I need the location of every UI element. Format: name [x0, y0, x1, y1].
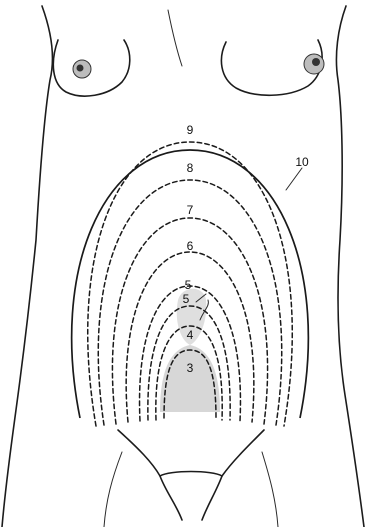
- pubic-curve: [160, 472, 222, 477]
- left-thigh-inner: [160, 476, 182, 520]
- label-9: 9: [187, 123, 194, 137]
- label-4b: 5: [183, 292, 190, 306]
- label-3: 3: [187, 361, 194, 375]
- left-breast-outline: [53, 40, 129, 96]
- left-thigh-line: [104, 452, 122, 527]
- label-5: 5: [185, 278, 192, 292]
- label-10-pointer: [286, 168, 302, 190]
- right-thigh-inner: [202, 476, 222, 520]
- label-7: 7: [187, 203, 194, 217]
- torso-left-outline: [2, 6, 52, 527]
- label-4: 4: [187, 328, 194, 342]
- label-6: 6: [187, 239, 194, 253]
- chest-midline: [168, 10, 182, 66]
- right-groin-line: [222, 430, 264, 476]
- lower-uterus-shading: [160, 345, 220, 412]
- left-nipple: [77, 65, 84, 72]
- left-groin-line: [118, 430, 160, 476]
- torso-right-outline: [336, 6, 364, 527]
- label-8: 8: [187, 161, 194, 175]
- label-10: 10: [295, 155, 309, 169]
- right-thigh-line: [262, 452, 278, 527]
- right-nipple: [312, 58, 320, 66]
